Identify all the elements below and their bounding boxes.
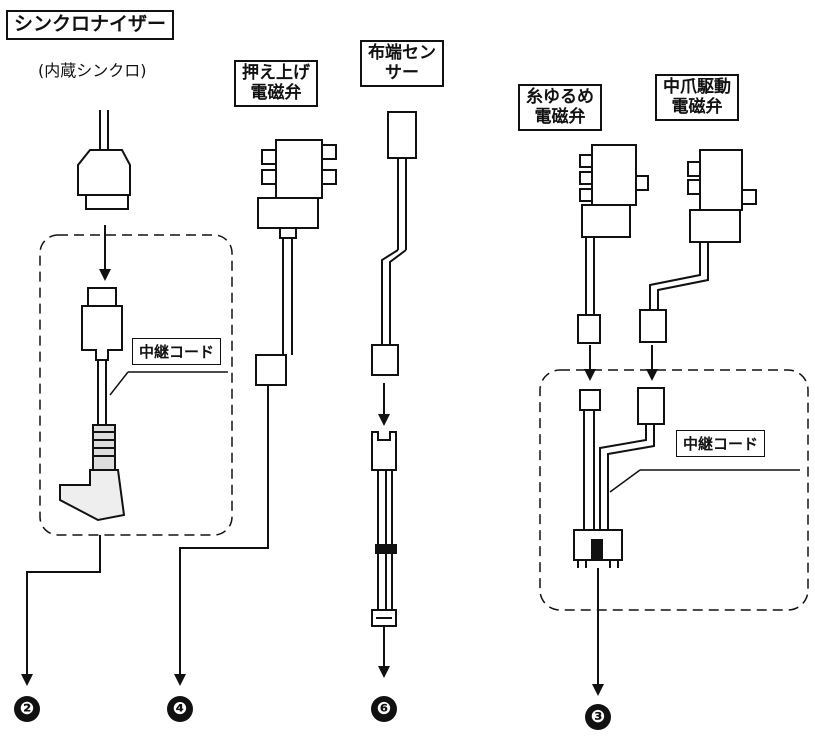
relay-cord-right — [573, 387, 665, 568]
sensor-relay-harness — [371, 431, 397, 627]
connection-number-6: ❻ — [371, 696, 397, 722]
thread-release-solenoid — [577, 144, 649, 344]
page-title: シンクロナイザー — [6, 10, 175, 40]
cloth-end-sensor — [371, 111, 417, 376]
relay-cord-label-left: 中継コード — [132, 338, 222, 365]
relay-cord-area-right — [539, 369, 809, 611]
connection-number-4: ❹ — [167, 696, 193, 722]
presser-solenoid — [255, 139, 337, 386]
center-claw-solenoid-label: 中爪駆動 電磁弁 — [655, 74, 739, 122]
thread-release-solenoid-label: 糸ゆるめ 電磁弁 — [518, 84, 602, 132]
cloth-end-sensor-label: 布端セン サー — [360, 40, 444, 88]
relay-cord-area-left — [39, 234, 233, 536]
subtitle: (内蔵シンクロ) — [38, 61, 147, 80]
connection-number-2: ❷ — [14, 696, 40, 722]
presser-solenoid-label: 押え上げ 電磁弁 — [234, 60, 318, 108]
relay-cord-left — [59, 287, 126, 522]
arrow-to-4 — [174, 385, 269, 686]
relay-cord-label-right: 中継コード — [676, 430, 766, 457]
center-claw-solenoid — [639, 149, 757, 343]
synchronizer-cable — [77, 110, 131, 210]
arrow-to-2 — [21, 535, 101, 686]
connection-number-3: ❸ — [585, 704, 611, 730]
